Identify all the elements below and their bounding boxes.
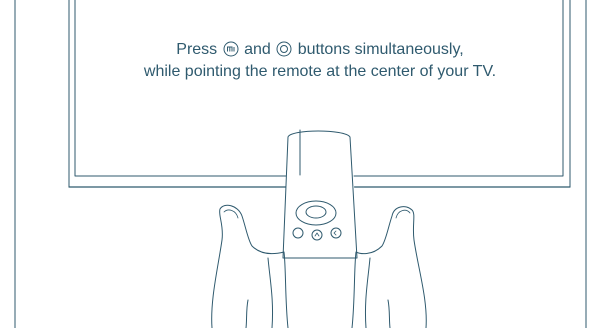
instruction-buttons-text: buttons simultaneously, (298, 41, 464, 58)
instruction-line-2: while pointing the remote at the center … (70, 61, 570, 83)
instruction-and-text: and (244, 41, 271, 58)
instruction-press-text: Press (176, 41, 217, 58)
